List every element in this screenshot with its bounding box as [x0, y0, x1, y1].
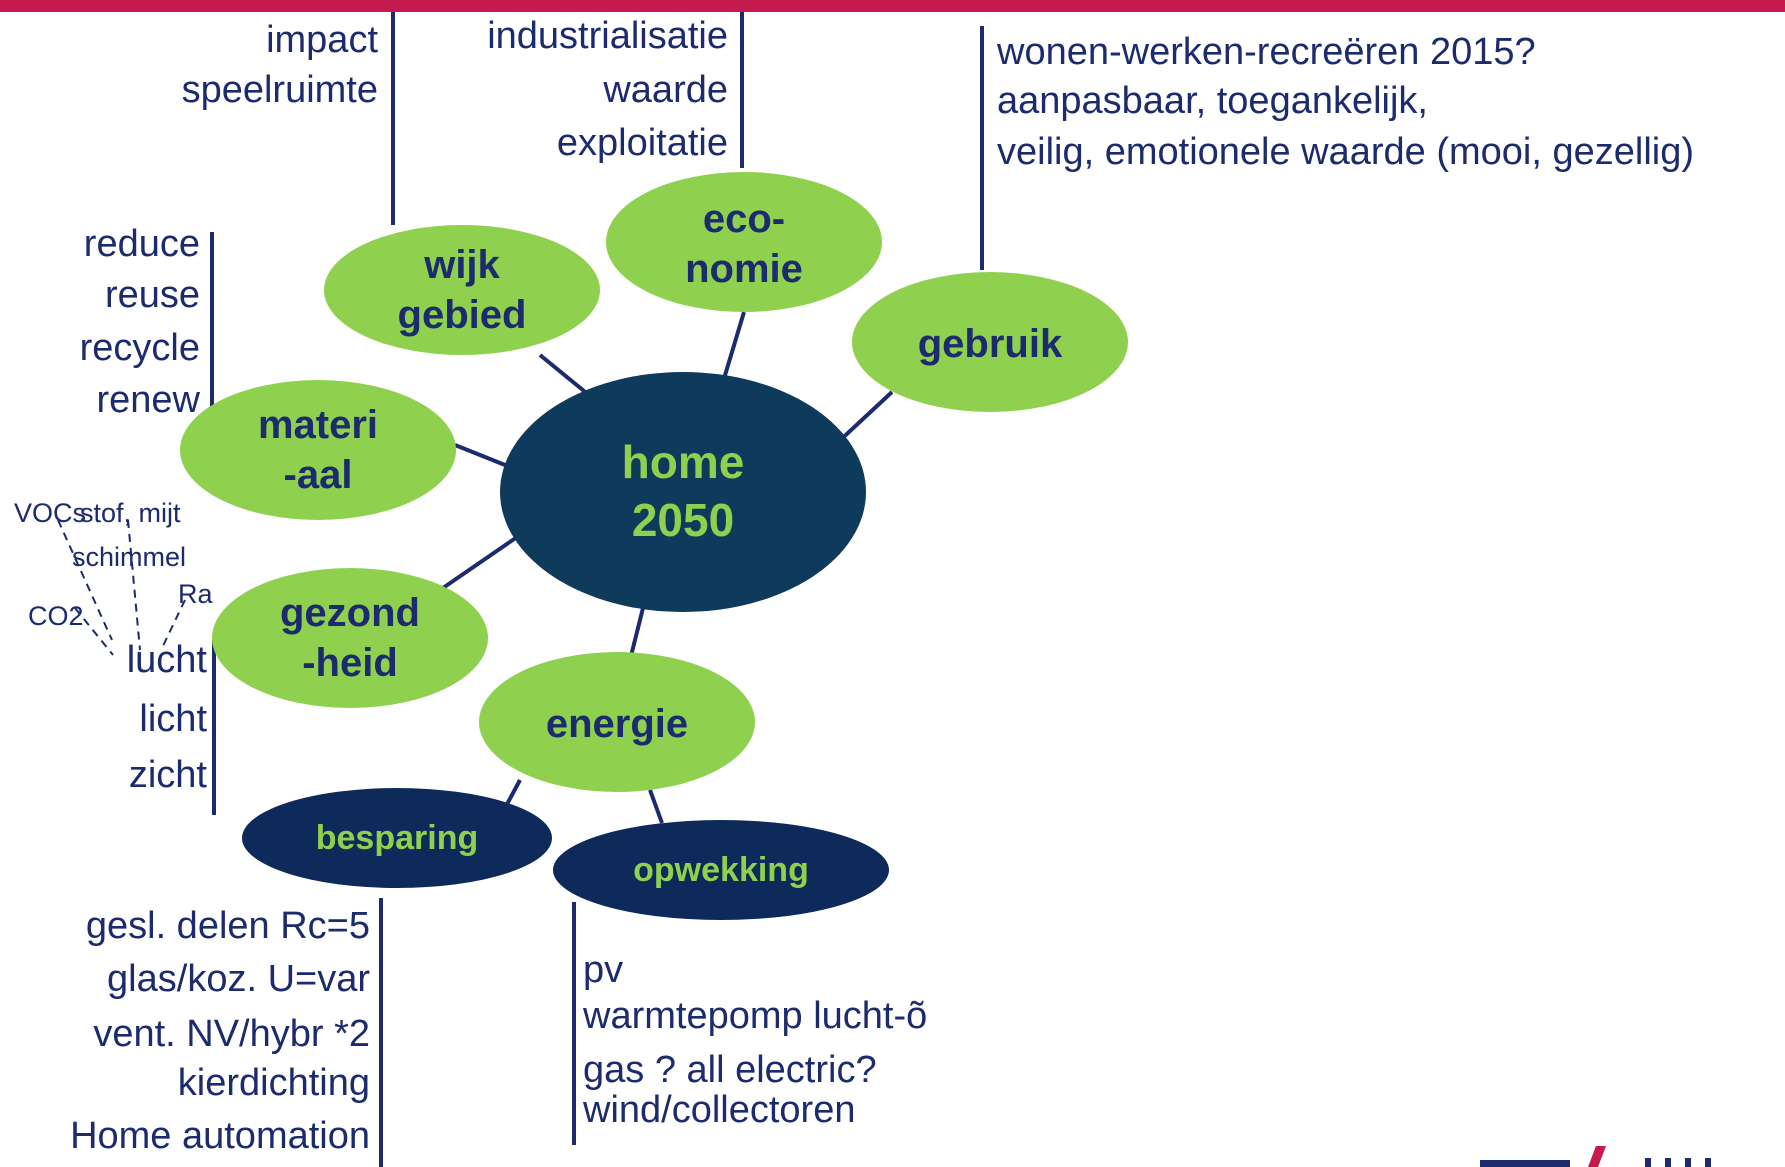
label-recycle: recycle [80, 327, 200, 369]
label-co2: CO2 [28, 601, 84, 631]
node-wijk: wijk gebied [324, 225, 600, 355]
node-energie-shape [479, 652, 755, 792]
node-gezondheid: gezond -heid [212, 568, 488, 708]
label-exploitatie: exploitatie [557, 122, 728, 164]
label-home-automation: Home automation [70, 1115, 370, 1157]
node-wijk-line1: wijk [423, 243, 500, 287]
label-renew: renew [97, 379, 201, 421]
lucht-dashes [57, 519, 186, 656]
node-gebruik-line1: gebruik [918, 322, 1063, 366]
labels-wijk: impact speelruimte [182, 19, 379, 111]
logo-fragment [1480, 1146, 1711, 1167]
node-opwekking-line1: opwekking [633, 851, 809, 889]
label-stof-mijt: stof, mijt [80, 498, 181, 528]
node-opwekking: opwekking [553, 820, 889, 920]
label-gas: gas ? all electric? [583, 1049, 877, 1091]
node-gebruik-shape [852, 272, 1128, 412]
label-wind: wind/collectoren [582, 1089, 855, 1131]
node-center-line1: home [622, 436, 745, 488]
node-economie-line1: eco- [703, 197, 785, 241]
label-industrialisatie: industrialisatie [487, 15, 728, 57]
label-reduce: reduce [84, 223, 200, 265]
node-besparing-shape [242, 788, 552, 888]
labels-materiaal: reduce reuse recycle renew [80, 223, 201, 421]
label-vent: vent. NV/hybr *2 [93, 1013, 370, 1055]
label-reuse: reuse [105, 274, 200, 316]
labels-besparing: gesl. delen Rc=5 glas/koz. U=var vent. N… [70, 905, 370, 1157]
label-ra: Ra [178, 579, 213, 609]
node-gezondheid-line1: gezond [280, 591, 420, 635]
label-lucht: lucht [127, 639, 208, 681]
node-besparing-line1: besparing [316, 819, 478, 857]
label-gesl-delen: gesl. delen Rc=5 [86, 905, 370, 947]
node-center-shape [500, 372, 866, 612]
node-energie: energie [479, 652, 755, 792]
label-glas-koz: glas/koz. U=var [107, 958, 370, 1000]
labels-economie: industrialisatie waarde exploitatie [487, 15, 728, 164]
node-wijk-line2: gebied [398, 293, 527, 337]
node-economie-shape [606, 172, 882, 312]
labels-lucht-sub: VOCs stof, mijt schimmel CO2 Ra [14, 498, 213, 631]
label-zicht: zicht [129, 754, 208, 796]
node-materiaal: materi -aal [180, 380, 456, 520]
node-besparing: besparing [242, 788, 552, 888]
label-kierdichting: kierdichting [178, 1062, 370, 1104]
node-energie-line1: energie [546, 702, 688, 746]
labels-gezondheid: lucht licht zicht [127, 639, 208, 796]
label-schimmel: schimmel [72, 542, 186, 572]
labels-gebruik: wonen-werken-recreëren 2015? aanpasbaar,… [996, 31, 1694, 173]
label-pv: pv [583, 949, 623, 991]
label-speelruimte: speelruimte [182, 69, 378, 111]
node-economie-line2: nomie [685, 247, 803, 291]
node-materiaal-line1: materi [258, 403, 378, 447]
label-veilig: veilig, emotionele waarde (mooi, gezelli… [997, 131, 1694, 173]
node-center: home 2050 [500, 372, 866, 612]
node-economie: eco- nomie [606, 172, 882, 312]
label-aanpasbaar: aanpasbaar, toegankelijk, [997, 80, 1428, 122]
label-impact: impact [266, 19, 378, 61]
node-gezondheid-line2: -heid [302, 641, 398, 685]
label-waarde: waarde [602, 69, 728, 111]
node-gebruik: gebruik [852, 272, 1128, 412]
labels-opwekking: pv warmtepomp lucht-õ gas ? all electric… [582, 949, 927, 1131]
node-center-line2: 2050 [632, 494, 734, 546]
node-materiaal-line2: -aal [284, 453, 353, 497]
label-warmtepomp: warmtepomp lucht-õ [582, 995, 927, 1037]
top-bar [0, 0, 1785, 12]
node-opwekking-shape [553, 820, 889, 920]
label-wonen-werken: wonen-werken-recreëren 2015? [996, 31, 1536, 73]
node-gezondheid-shape [212, 568, 488, 708]
node-wijk-shape [324, 225, 600, 355]
label-vocs: VOCs [14, 498, 86, 528]
node-materiaal-shape [180, 380, 456, 520]
bracket-lines [210, 12, 984, 1167]
label-licht: licht [139, 698, 207, 740]
